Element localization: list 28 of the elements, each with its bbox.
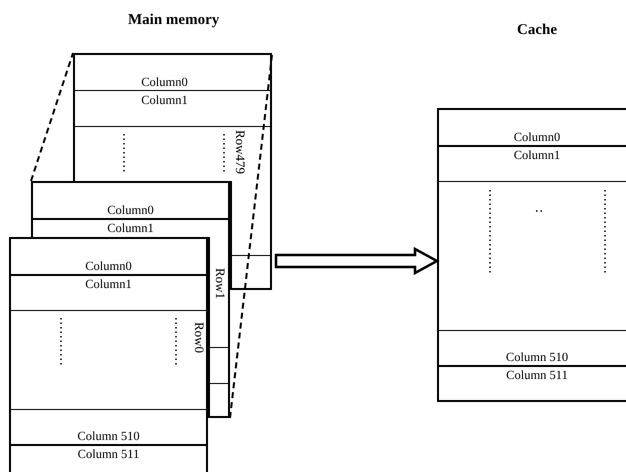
memory-block-edge — [208, 237, 230, 418]
column-label: Column 511 — [505, 368, 569, 382]
column-label: Column1 — [140, 93, 189, 107]
perspective-line — [229, 54, 273, 418]
row-label: Row479 — [233, 130, 247, 174]
memory-row — [439, 146, 626, 182]
perspective-line — [30, 52, 74, 182]
heading: Cache — [517, 22, 557, 39]
column-label: Column1 — [106, 221, 155, 235]
column-label: Column1 — [84, 277, 133, 291]
row-label: Row1 — [213, 268, 227, 300]
column-label: Column 511 — [76, 447, 140, 461]
memory-row — [11, 409, 206, 445]
memory-block — [31, 181, 230, 237]
memory-block — [9, 237, 208, 472]
column-label: Column1 — [512, 148, 562, 162]
memory-row — [439, 330, 626, 366]
column-label: Column 510 — [76, 429, 141, 443]
heading: Main memory — [128, 12, 220, 29]
memory-block — [73, 53, 272, 181]
column-label: Column 510 — [504, 350, 570, 364]
column-label: Column0 — [512, 130, 562, 144]
block-arrow — [274, 246, 440, 276]
column-label: Column0 — [140, 75, 189, 89]
memory-row — [11, 275, 206, 311]
column-label: Column0 — [106, 203, 155, 217]
column-label: Column0 — [84, 259, 133, 273]
row-label: Row0 — [192, 322, 206, 354]
